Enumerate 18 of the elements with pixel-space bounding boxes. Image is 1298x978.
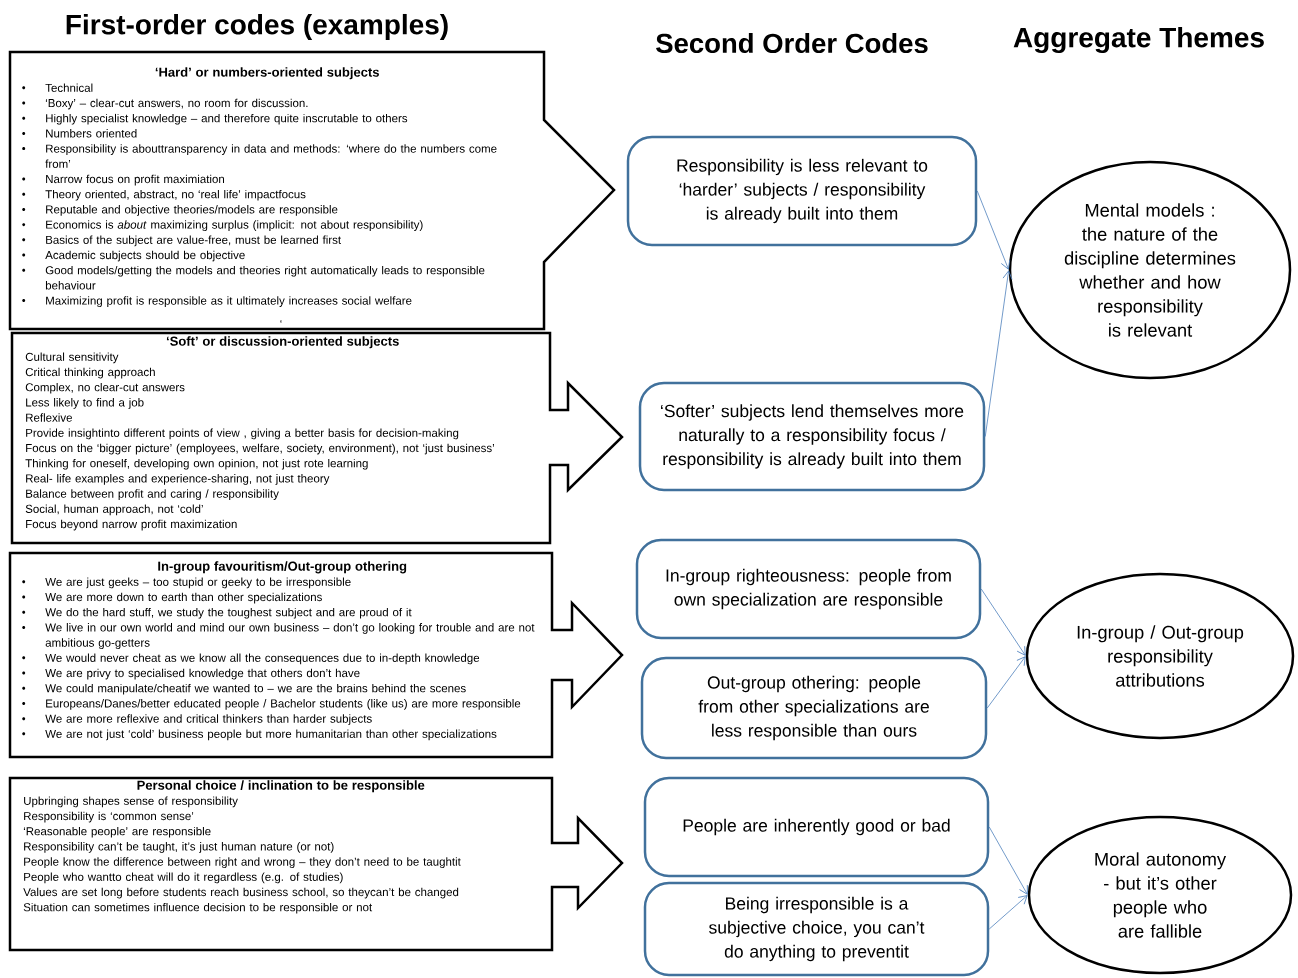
code-box: Responsibility is less relevant to ‘harder’ subjects / responsibility is already built into them (626, 135, 978, 247)
arrow-callout: Personal choice / inclination to be responsible Upbringing shapes sense of responsibility Responsibility is ‘common sense’ ‘Reasonable people’ are responsible Responsibility can’t be taught, it’s just human nature (or not) People know the difference between right and wrong – they don’t need to be taughtit People who wantto cheat will do it regardless (e.g. of studies) Values are set long before students reach business school, so theycan’t be changed Situation can sometimes influence decision to be responsible or not (8, 776, 624, 952)
code-box: Being irresponsible is a subjective choice, you can’t do anything to preventit (643, 881, 990, 977)
arrow (980, 588, 1026, 656)
column-heading: Aggregate Themes (1013, 26, 1264, 54)
arrow (976, 190, 1011, 270)
quote-mark: ‘ (280, 320, 282, 323)
arrow (984, 270, 1013, 437)
arrow (986, 656, 1026, 709)
column-heading: Second Order Codes (656, 32, 928, 54)
arrow (988, 826, 1028, 895)
arrow-callout: In-group favouritism/Out-group othering We are just geeks – too stupid or geeky to be irresponsible We are more down to earth than other specializations We do the hard stuff, we study the toughest subject and are proud of it We live in our own world and mind our own business – don’t go looking for trouble and are not ambitious go-getters We would never cheat as we know all the consequences due to in-depth knowledge We are privy to specialised knowledge that others don’t have We could manipulate/cheatif we wanted to – we are the brains behind the scenes Europeans/Danes/better educated people / Bachelor students (like us) are more responsible We are more reflexive and critical thinkers than harder subjects We are not just ‘cold’ business people but more humanitarian than other specializations (8, 551, 624, 759)
arrow (988, 895, 1028, 930)
arrow-callout: ‘Soft’ or discussion-oriented subjects Cultural sensitivity Critical thinking approach Complex, no clear-cut answers Less likely to find a job Reflexive Provide insightinto different points of view , giving a better basis for decision-making Focus on the ‘bigger picture’ (employees, welfare, society, environment), not ‘just business’ Thinking for oneself, developing own opinion, not just rote learning Real- life examples and experience-sharing, not just theory Balance between profit and caring / responsibility Social, human approach, not ‘cold’ Focus beyond narrow profit maximization (10, 331, 624, 545)
code-box: People are inherently good or bad (643, 776, 990, 878)
code-box: In-group righteousness: people from own specialization are responsible (635, 538, 982, 640)
code-box: ‘Softer’ subjects lend themselves more naturally to a responsibility focus / responsibility is already built into them (638, 381, 986, 492)
code-box: Out-group othering: people from other specializations are less responsible than ours (640, 656, 988, 760)
